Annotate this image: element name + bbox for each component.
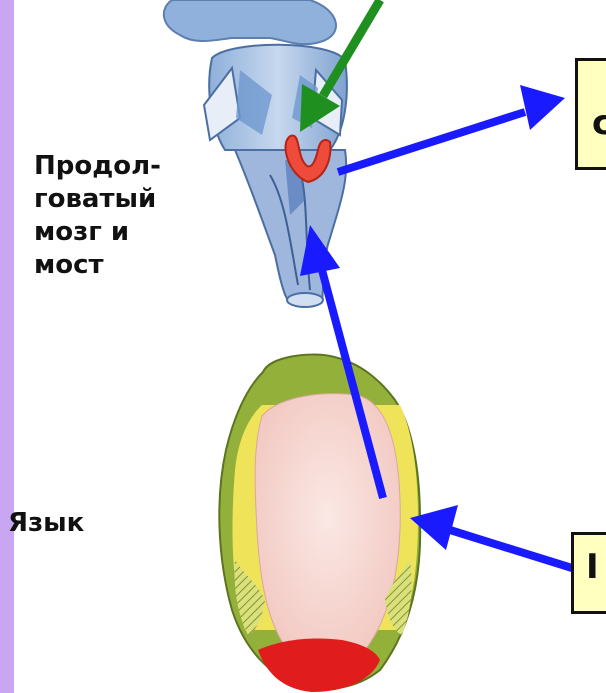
medulla-label-line-2: говатый [34,183,161,216]
medulla-label-line-3: мозг и [34,216,161,249]
top-callout-text: с [592,103,606,143]
tongue-label: Язык [8,507,84,540]
tongue-shape [219,355,420,692]
blue-arrow-box-to-tongue [410,505,572,568]
bottom-callout-text: I [586,547,599,587]
medulla-label-line-4: мост [34,249,161,282]
top-callout-box: с [575,58,606,170]
medulla-pons-label: Продол- говатый мозг и мост [34,150,161,282]
medulla-label-line-1: Продол- [34,150,161,183]
blue-arrow-nucleus-to-box [338,85,565,172]
bottom-callout-box: I [571,532,606,614]
